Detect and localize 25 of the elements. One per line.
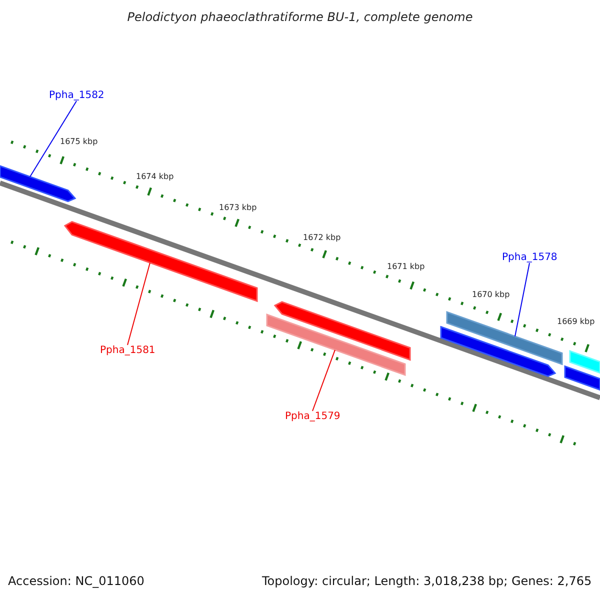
gene-feature <box>440 326 556 377</box>
gene-feature <box>274 301 411 361</box>
gene-feature <box>564 365 600 391</box>
gene-label: Ppha_1581 <box>100 345 156 356</box>
footer-text: Topology: circular; Length: 3,018,238 bp; Genes: 2,765 <box>262 574 592 588</box>
gene-feature <box>64 220 258 302</box>
scale-label: 1670 kbp <box>472 290 510 299</box>
scale-label: 1669 kbp <box>557 317 595 326</box>
leader-line <box>127 262 150 346</box>
scale-label: 1674 kbp <box>136 172 174 181</box>
scale-label: 1673 kbp <box>219 203 257 212</box>
scale-label: 1672 kbp <box>303 233 341 242</box>
gene-label: Ppha_1579 <box>285 411 340 422</box>
leader-line <box>30 100 77 178</box>
gene-feature <box>0 164 76 202</box>
scale-label: 1671 kbp <box>387 262 425 271</box>
gene-feature <box>569 350 600 374</box>
footer-text: Accession: NC_011060 <box>8 574 144 588</box>
gene-label: Ppha_1582 <box>49 90 104 101</box>
gene-feature <box>266 314 406 376</box>
leader-line <box>514 262 530 337</box>
scale-label: 1675 kbp <box>60 137 98 146</box>
map-title: Pelodictyon phaeoclathratiforme BU-1, complete genome <box>126 10 474 24</box>
gene-label: Ppha_1578 <box>502 252 558 263</box>
leader-line <box>312 349 336 412</box>
